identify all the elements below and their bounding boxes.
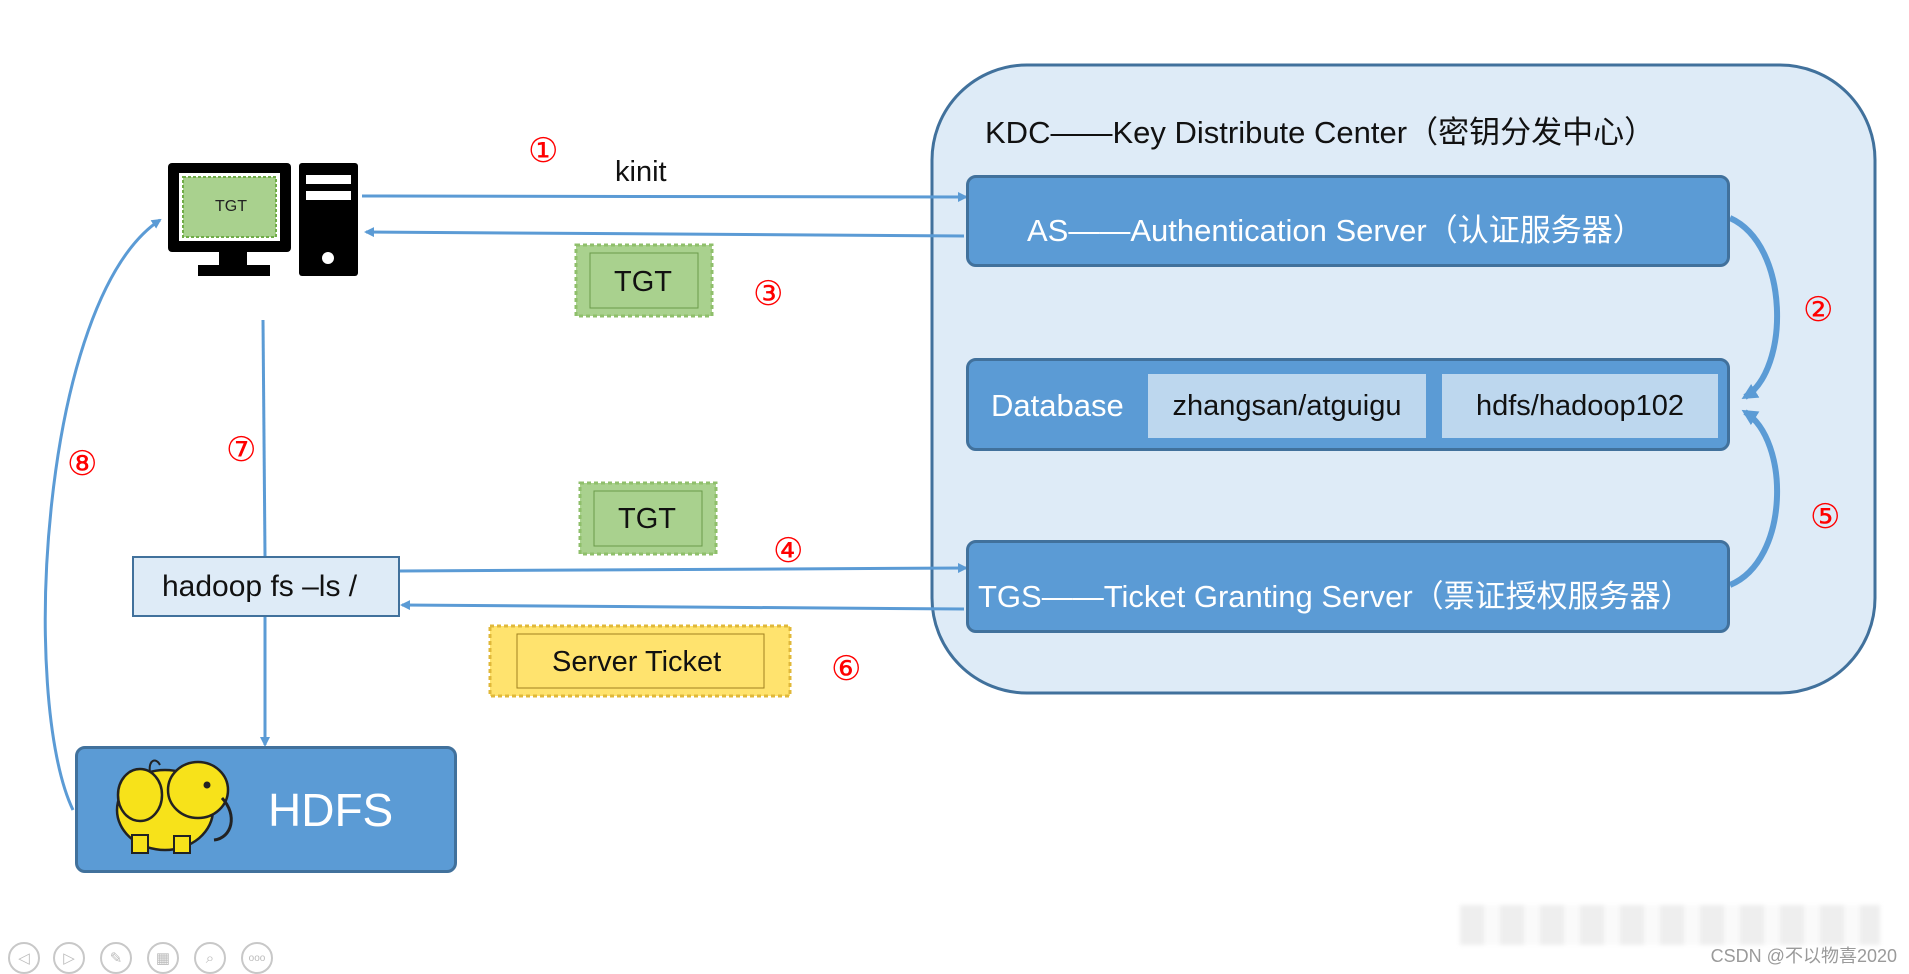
prev-slide-icon[interactable]: ◁	[8, 942, 40, 974]
step-8: ⑧	[67, 445, 98, 483]
arrow-client-to-command	[261, 319, 267, 557]
step-7: ⑦	[226, 431, 257, 469]
server-ticket	[488, 624, 792, 698]
csdn-watermark: CSDN @不以物喜2020	[1710, 946, 1897, 966]
zoom-icon[interactable]: ⌕	[194, 942, 226, 974]
step-1: ①	[528, 132, 559, 170]
tgt-return-label: TGT	[614, 266, 672, 298]
kdc-title: KDC——Key Distribute Center（密钥分发中心）	[985, 115, 1656, 150]
as-server-label: AS——Authentication Server（认证服务器）	[1027, 213, 1644, 248]
tgt-ticket-send	[578, 481, 718, 556]
more-options-icon[interactable]: ooo	[241, 942, 273, 974]
database-box: Database zhangsan/atguigu hdfs/hadoop102	[966, 358, 1730, 451]
step-5: ⑤	[1810, 498, 1841, 536]
kinit-label: kinit	[615, 156, 667, 188]
slides-grid-icon[interactable]: ▦	[147, 942, 179, 974]
arrow-server-ticket-to-command	[400, 600, 965, 611]
tgt-ticket-return	[574, 243, 714, 318]
arrow-as-to-database	[1728, 215, 1780, 400]
step-3: ③	[753, 275, 784, 313]
arrow-command-to-tgs	[399, 563, 968, 574]
step-6: ⑥	[831, 650, 862, 688]
database-entry-service: hdfs/hadoop102	[1442, 374, 1718, 438]
pen-icon[interactable]: ✎	[100, 942, 132, 974]
tgs-server-box: TGS——Ticket Granting Server（票证授权服务器）	[966, 540, 1730, 633]
database-label: Database	[991, 388, 1124, 423]
screen-ticket-label: TGT	[215, 198, 247, 215]
as-server-box: AS——Authentication Server（认证服务器）	[966, 175, 1730, 267]
arrow-kinit-to-as	[361, 191, 968, 202]
screen-tgt-ticket	[182, 176, 277, 238]
server-ticket-label: Server Ticket	[552, 646, 722, 678]
arrow-hdfs-to-client	[43, 218, 162, 811]
next-slide-icon[interactable]: ▷	[53, 942, 85, 974]
step-4: ④	[773, 532, 804, 570]
tgs-server-label: TGS——Ticket Granting Server（票证授权服务器）	[978, 579, 1692, 614]
database-entry-user: zhangsan/atguigu	[1148, 374, 1426, 438]
more-options-label: ooo	[248, 952, 266, 964]
arrow-tgt-to-client	[364, 227, 965, 238]
tgt-send-label: TGT	[618, 503, 676, 535]
step-2: ②	[1803, 291, 1834, 329]
hadoop-logo-overlay	[115, 759, 233, 854]
command-box: hadoop fs –ls /	[132, 556, 400, 617]
command-text: hadoop fs –ls /	[162, 570, 358, 603]
blurred-watermark	[1460, 905, 1880, 945]
hdfs-label: HDFS	[268, 784, 394, 836]
arrow-tgs-to-database	[1728, 409, 1780, 588]
